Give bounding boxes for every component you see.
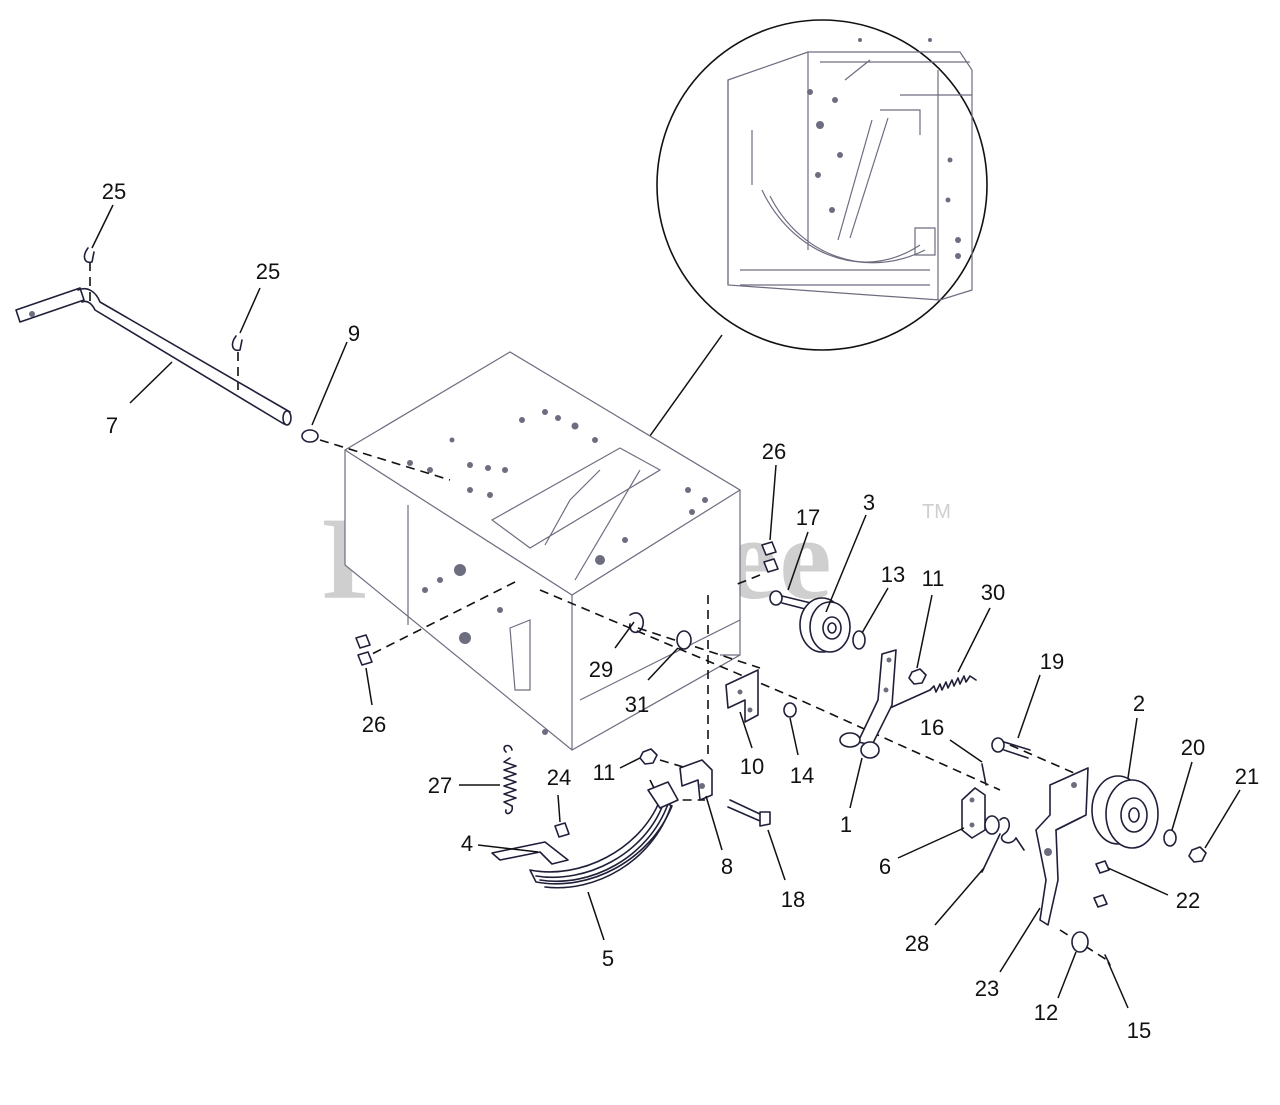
callout-30: 30 — [981, 580, 1005, 605]
leader-lines — [91, 204, 1241, 1009]
part-11-nut-lower — [639, 748, 658, 765]
part-21-nut — [1188, 846, 1207, 863]
part-26-screws-right — [761, 541, 779, 573]
part-24-clip — [554, 822, 570, 838]
callout-19: 19 — [1040, 649, 1064, 674]
callout-4: 4 — [461, 831, 473, 856]
part-10-bracket — [725, 669, 759, 723]
part-25-pin-b — [231, 335, 243, 352]
part-1-idler-arm — [839, 649, 897, 759]
part-5-chute-arm — [529, 781, 679, 889]
part-19-bolt — [991, 737, 1031, 759]
part-16-pin — [981, 763, 987, 786]
callout-25a: 25 — [102, 179, 126, 204]
callout-22: 22 — [1176, 888, 1200, 913]
callout-3: 3 — [863, 490, 875, 515]
part-13-washer — [852, 630, 866, 650]
callout-1: 1 — [840, 812, 852, 837]
part-7-rod — [15, 287, 292, 426]
callout-16: 16 — [920, 715, 944, 740]
callout-11a: 11 — [922, 566, 945, 591]
callout-24: 24 — [547, 765, 571, 790]
callout-2: 2 — [1133, 691, 1145, 716]
part-3-pulley — [799, 597, 851, 653]
callout-31: 31 — [625, 692, 649, 717]
callout-6: 6 — [879, 854, 891, 879]
part-2-pulley — [1091, 775, 1159, 849]
part-26-screws-left — [355, 634, 373, 666]
frame-housing — [344, 351, 741, 751]
callout-9: 9 — [348, 321, 360, 346]
part-18-bolt — [727, 799, 771, 827]
part-11-nut-upper — [908, 668, 927, 685]
callout-25b: 25 — [256, 259, 280, 284]
callout-13: 13 — [881, 562, 905, 587]
part-12-roller — [1071, 931, 1089, 953]
callout-21: 21 — [1235, 764, 1259, 789]
part-29-clip — [628, 612, 645, 634]
callout-18: 18 — [781, 887, 805, 912]
callout-23: 23 — [975, 976, 999, 1001]
part-23-bracket — [1035, 767, 1089, 926]
callout-29: 29 — [589, 657, 613, 682]
callout-20: 20 — [1181, 735, 1205, 760]
part-14-nut — [783, 702, 797, 718]
callout-5: 5 — [602, 946, 614, 971]
callout-17: 17 — [796, 505, 820, 530]
callout-27: 27 — [428, 773, 452, 798]
callout-7: 7 — [106, 413, 118, 438]
assembly-lines — [89, 262, 1111, 963]
callout-8: 8 — [721, 854, 733, 879]
part-28-spring — [981, 817, 1025, 873]
part-9-bushing — [301, 429, 319, 443]
callout-11b: 11 — [593, 760, 616, 785]
callout-26b: 26 — [362, 712, 386, 737]
part-30-spring — [889, 675, 977, 709]
part-22-screws — [1093, 860, 1110, 908]
callout-10: 10 — [740, 754, 764, 779]
callout-numbers: 25 25 9 7 26 17 3 13 11 30 19 2 20 21 29… — [102, 179, 1259, 1043]
part-31-washer — [676, 630, 692, 650]
part-6-bracket — [961, 787, 1000, 839]
detail-inset — [656, 19, 988, 351]
part-27-spring — [503, 744, 517, 815]
callout-15: 15 — [1127, 1018, 1151, 1043]
part-25-pin-a — [83, 247, 95, 264]
callout-12: 12 — [1034, 1000, 1058, 1025]
callout-26a: 26 — [762, 439, 786, 464]
trademark: TM — [922, 501, 951, 523]
part-8-bracket — [679, 759, 713, 801]
callout-14: 14 — [790, 763, 814, 788]
callout-28: 28 — [905, 931, 929, 956]
part-20-washer — [1163, 829, 1177, 847]
part-4-lever — [491, 841, 569, 865]
